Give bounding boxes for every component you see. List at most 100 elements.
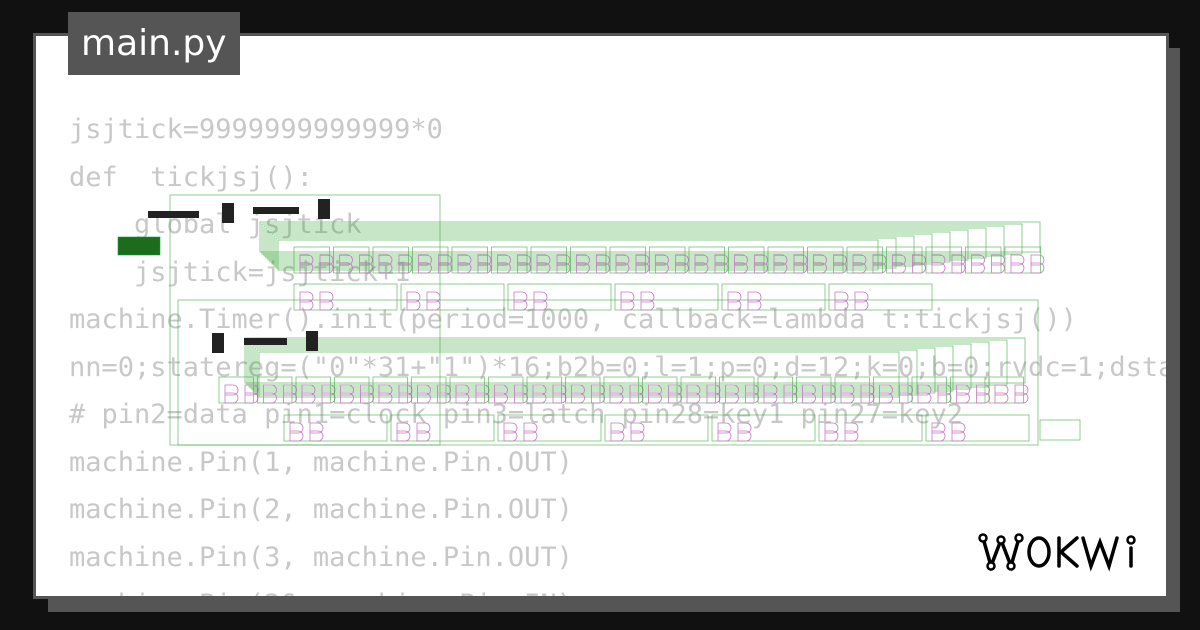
logic-gate (1030, 254, 1045, 274)
wire-loop (257, 376, 293, 404)
shift-register (244, 338, 287, 345)
logic-gate (620, 291, 635, 311)
wire-loop (649, 246, 686, 274)
logic-gate (971, 254, 985, 274)
logic-gate (615, 254, 630, 274)
logic-gate (457, 254, 472, 274)
seven-segment-display (222, 203, 234, 223)
logic-gate (675, 254, 689, 274)
logic-gate (734, 254, 748, 274)
wire-loop (911, 376, 947, 404)
wire-loop (400, 283, 505, 311)
wire (256, 349, 918, 396)
logic-gate (630, 422, 645, 442)
logic-gate (917, 384, 932, 404)
wire (248, 341, 990, 388)
wire-loop (642, 376, 678, 404)
logic-gate (556, 254, 571, 274)
logic-gate (576, 254, 590, 274)
logic-gate (951, 422, 966, 442)
wire (271, 233, 933, 265)
logic-gate (994, 384, 1009, 404)
wire-loop (293, 283, 398, 311)
wire-loop (680, 376, 716, 404)
logic-gate (860, 384, 875, 404)
wire-loop (570, 246, 607, 274)
wire (263, 225, 1005, 257)
logic-gate (299, 254, 314, 274)
logic-gate (802, 384, 816, 404)
logic-gate (289, 422, 304, 442)
logic-gate (937, 384, 952, 404)
logic-gate (1014, 384, 1029, 404)
wire (244, 337, 1026, 384)
logic-gate (309, 422, 324, 442)
logic-gate (727, 291, 742, 311)
logic-gate (813, 254, 827, 274)
wire (169, 194, 441, 446)
wire (250, 343, 972, 390)
wire-loop (965, 246, 1002, 274)
wire-loop (828, 283, 933, 311)
wire-loop (1004, 246, 1041, 274)
logic-gate (321, 384, 336, 404)
wire-loop (412, 246, 449, 274)
logic-gate (844, 422, 859, 442)
header (148, 211, 198, 218)
logic-gate (717, 422, 732, 442)
logic-gate (517, 254, 531, 274)
logic-gate (497, 254, 511, 274)
logic-gate (283, 384, 297, 404)
wire (258, 351, 900, 398)
wire-loop (507, 283, 612, 311)
logic-gate (725, 384, 739, 404)
wire-loop (390, 414, 495, 442)
wire-loop (688, 246, 725, 274)
code-line: machine.Pin(26, machine.Pin.IN) (69, 589, 573, 596)
logic-gate (514, 384, 528, 404)
logic-gate (747, 291, 762, 311)
wire-loop (873, 376, 909, 404)
logic-gate (552, 384, 567, 404)
wire-loop (491, 246, 528, 274)
logic-gate (783, 384, 798, 404)
logic-gate (398, 254, 413, 274)
logic-gate (745, 384, 759, 404)
wire-loop (721, 283, 826, 311)
wire-loop (218, 376, 254, 404)
logic-gate (532, 384, 547, 404)
wire-loop (372, 246, 409, 274)
wire-loop (886, 246, 923, 274)
logic-gate (477, 254, 492, 274)
logic-gate (833, 254, 847, 274)
logic-gate (640, 291, 655, 311)
logic-gate (340, 384, 354, 404)
wire-loop (334, 376, 370, 404)
logic-gate (523, 422, 538, 442)
logic-gate (299, 291, 314, 311)
logic-gate (694, 254, 709, 274)
code-line: machine.Pin(1, machine.Pin.OUT) (69, 446, 573, 478)
wire-loop (988, 376, 1024, 404)
wire (246, 339, 1008, 386)
logic-gate (533, 291, 548, 311)
logic-gate (475, 384, 490, 404)
code-line: machine.Pin(3, machine.Pin.OUT) (69, 541, 573, 573)
wire-loop (818, 414, 923, 442)
logic-gate (648, 384, 662, 404)
wire-loop (757, 376, 793, 404)
logic-gate (668, 384, 682, 404)
logic-gate (536, 254, 551, 274)
logic-gate (360, 384, 374, 404)
logic-gate (793, 254, 808, 274)
code-line: jsjtick=9999999999999*0 (69, 114, 443, 145)
logic-gate (912, 254, 926, 274)
wire-loop (603, 376, 639, 404)
logic-gate (455, 384, 470, 404)
mcu-board (117, 236, 161, 256)
logic-gate (609, 384, 624, 404)
logic-gate (892, 254, 906, 274)
logic-gate (931, 422, 946, 442)
wire (177, 299, 1039, 446)
